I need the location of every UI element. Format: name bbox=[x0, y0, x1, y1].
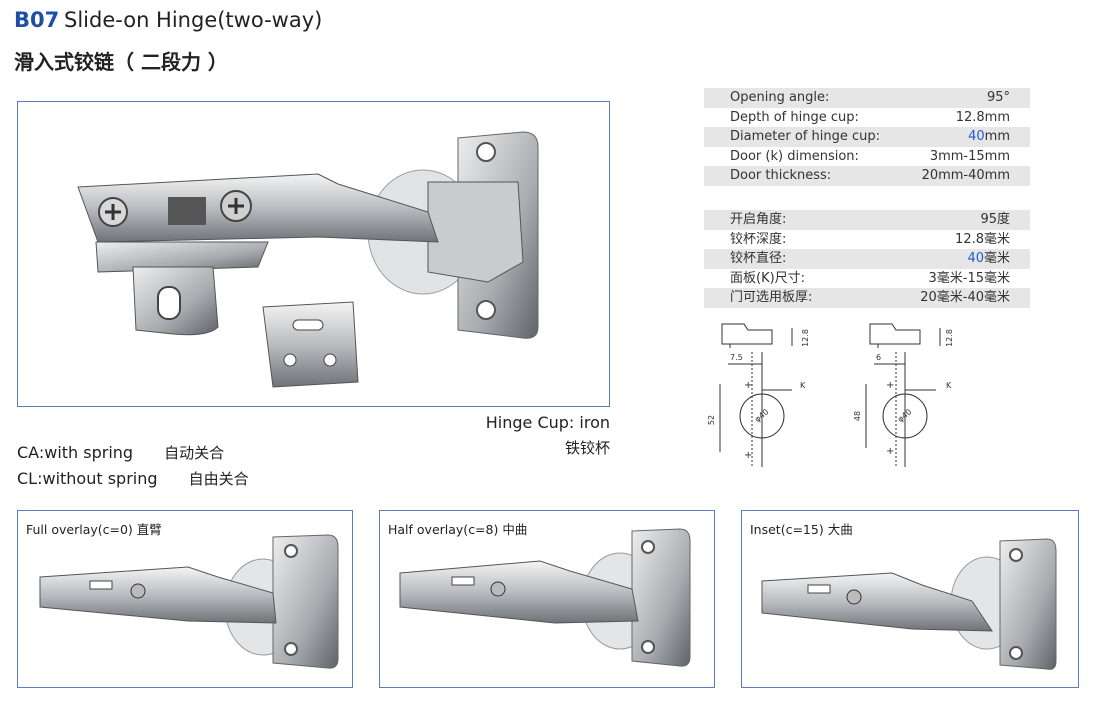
spec-row: Depth of hinge cup: 12.8mm bbox=[704, 108, 1030, 128]
spec-value: 40mm bbox=[905, 127, 1030, 147]
spec-label: Opening angle: bbox=[704, 88, 906, 108]
drawing-2-depth: 12.8 bbox=[945, 329, 954, 347]
hinge-variant-illustration bbox=[399, 528, 691, 667]
spec-value: 40毫米 bbox=[865, 249, 1030, 269]
spec-row: 开启角度: 95度 bbox=[704, 210, 1030, 230]
spec-row: Opening angle: 95° bbox=[704, 88, 1030, 108]
product-subtitle-zh: 滑入式铰链（ 二段力 ） bbox=[14, 50, 228, 74]
spec-value-number: 40 bbox=[968, 129, 985, 145]
spec-value: 20毫米-40毫米 bbox=[865, 288, 1030, 308]
drawing-1-depth: 12.8 bbox=[801, 329, 810, 347]
legend-cl-en: CL:without spring bbox=[17, 469, 158, 488]
legend-ca-zh: 自动关合 bbox=[164, 444, 225, 462]
variant-full-overlay: Full overlay(c=0) 直臂 bbox=[17, 510, 353, 688]
legend-ca: CA:with spring 自动关合 bbox=[17, 442, 224, 463]
spec-value: 95度 bbox=[865, 210, 1030, 230]
variant-half-overlay: Half overlay(c=8) 中曲 bbox=[379, 510, 715, 688]
spec-label: 面板(K)尺寸: bbox=[730, 270, 806, 286]
hinge-cup-material: Hinge Cup: iron bbox=[485, 413, 610, 432]
hinge-illustration bbox=[77, 131, 539, 388]
drawing-1-offset: 7.5 bbox=[730, 353, 743, 362]
variant-label: Full overlay(c=0) 直臂 bbox=[26, 522, 162, 537]
spec-row: 铰杯深度: 12.8毫米 bbox=[704, 230, 1030, 250]
product-code: B07 bbox=[14, 8, 60, 32]
spec-row: 门可选用板厚: 20毫米-40毫米 bbox=[704, 288, 1030, 308]
variant-label: Half overlay(c=8) 中曲 bbox=[388, 522, 528, 537]
spec-row: 铰杯直径: 40毫米 bbox=[704, 249, 1030, 269]
spec-label: 铰杯直径: bbox=[704, 249, 866, 269]
technical-drawings: 12.8 7.5 K φ40 + + 52 12.8 6 K φ40 + + 4… bbox=[707, 323, 954, 467]
spec-label: Door (k) dimension: bbox=[730, 148, 859, 164]
spec-value-unit: 毫米 bbox=[983, 251, 1010, 267]
hinge-variant-illustration bbox=[39, 534, 339, 669]
spec-label: 开启角度: bbox=[704, 210, 866, 230]
drawing-2-k: K bbox=[946, 381, 952, 390]
spec-label: Door thickness: bbox=[704, 166, 906, 186]
product-title: Slide-on Hinge(two-way) bbox=[64, 8, 323, 32]
spec-value: 3mm-15mm bbox=[929, 148, 1010, 164]
drawing-1-k: K bbox=[800, 381, 806, 390]
drawing-2-hole-mark: + bbox=[886, 446, 894, 457]
variant-label: Inset(c=15) 大曲 bbox=[750, 522, 853, 537]
drawing-2-hole-mark: + bbox=[886, 380, 894, 391]
legend-ca-en: CA:with spring bbox=[17, 443, 134, 462]
spec-label: 门可选用板厚: bbox=[704, 288, 866, 308]
legend-cl-zh: 自由关合 bbox=[188, 470, 249, 488]
drawing-2-offset: 6 bbox=[876, 353, 881, 362]
variant-inset: Inset(c=15) 大曲 bbox=[741, 510, 1079, 688]
spec-value: 95° bbox=[905, 88, 1030, 108]
spec-table-zh: 开启角度: 95度 铰杯深度: 12.8毫米 铰杯直径: 40毫米 面板(K)尺… bbox=[704, 210, 1030, 308]
spec-value: 3毫米-15毫米 bbox=[928, 270, 1010, 286]
drawing-2: 12.8 6 K φ40 + + 48 bbox=[853, 323, 954, 467]
drawing-1-hole-mark: + bbox=[744, 450, 752, 461]
spec-table-en: Opening angle: 95° Depth of hinge cup: 1… bbox=[704, 88, 1030, 186]
spec-value: 12.8毫米 bbox=[955, 231, 1010, 247]
spec-value: 12.8mm bbox=[955, 109, 1010, 125]
spec-label: Diameter of hinge cup: bbox=[704, 127, 906, 147]
hinge-variant-illustration bbox=[761, 538, 1057, 670]
main-product-image bbox=[17, 101, 610, 407]
drawing-2-height: 48 bbox=[853, 411, 862, 421]
drawing-1-hole-mark: + bbox=[744, 380, 752, 391]
spec-label: Depth of hinge cup: bbox=[730, 109, 859, 125]
spec-value: 20mm-40mm bbox=[905, 166, 1030, 186]
spec-row: Diameter of hinge cup: 40mm bbox=[704, 127, 1030, 147]
spec-row: Door (k) dimension: 3mm-15mm bbox=[704, 147, 1030, 167]
spec-label: 铰杯深度: bbox=[730, 231, 787, 247]
spec-row: 面板(K)尺寸: 3毫米-15毫米 bbox=[704, 269, 1030, 289]
drawing-1-height: 52 bbox=[707, 415, 716, 425]
spec-value-unit: mm bbox=[984, 129, 1010, 145]
hinge-cup-material-zh: 铁铰杯 bbox=[564, 439, 610, 457]
drawing-1: 12.8 7.5 K φ40 + + 52 bbox=[707, 323, 810, 467]
spec-row: Door thickness: 20mm-40mm bbox=[704, 166, 1030, 186]
spec-value-number: 40 bbox=[967, 251, 984, 267]
legend-cl: CL:without spring 自由关合 bbox=[17, 468, 249, 489]
